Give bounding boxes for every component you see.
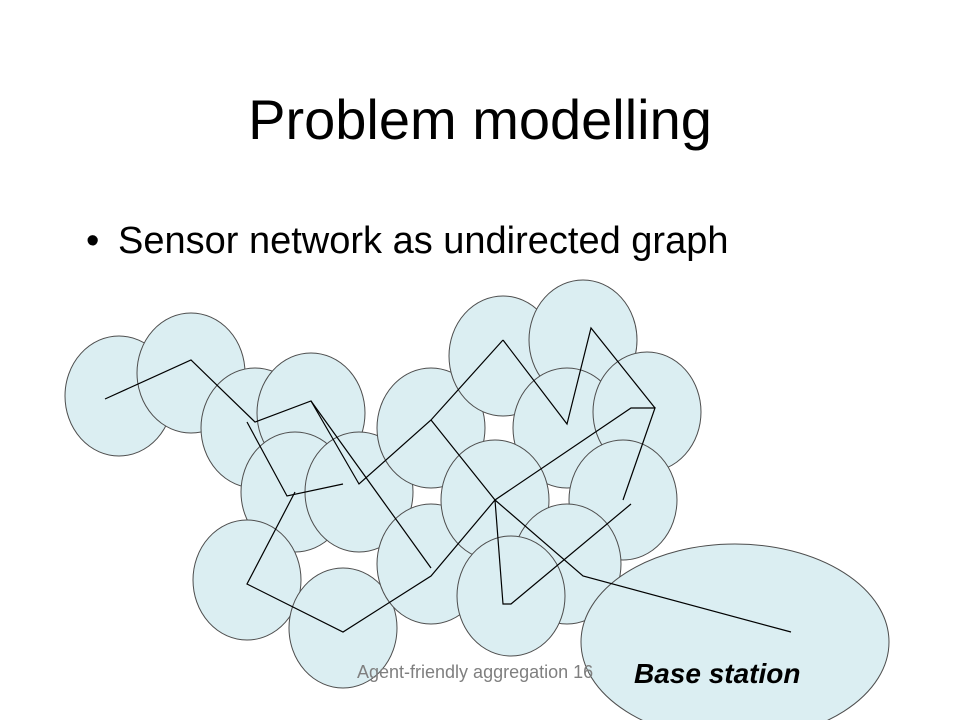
graph-edge — [430, 419, 632, 605]
bullet-text: Sensor network as undirected graph — [118, 220, 729, 262]
sensor-nodes — [64, 279, 890, 720]
bullet-dot: • — [86, 220, 100, 262]
slide-footer: Agent-friendly aggregation 16 — [357, 662, 594, 682]
bullet-item: • Sensor network as undirected graph — [86, 222, 728, 260]
sensor-node — [192, 519, 302, 641]
base-station-node — [580, 543, 890, 720]
graph-edge — [310, 400, 432, 569]
graph-edge — [246, 421, 344, 497]
graph-edge — [502, 326, 656, 426]
sensor-node — [456, 535, 566, 657]
sensor-node — [288, 567, 398, 689]
graph-edge — [246, 407, 656, 633]
base-station-label: Base station — [634, 658, 801, 689]
graph-edge — [494, 499, 792, 633]
graph-edges — [104, 326, 792, 633]
slide-title: Problem modelling — [248, 88, 712, 151]
